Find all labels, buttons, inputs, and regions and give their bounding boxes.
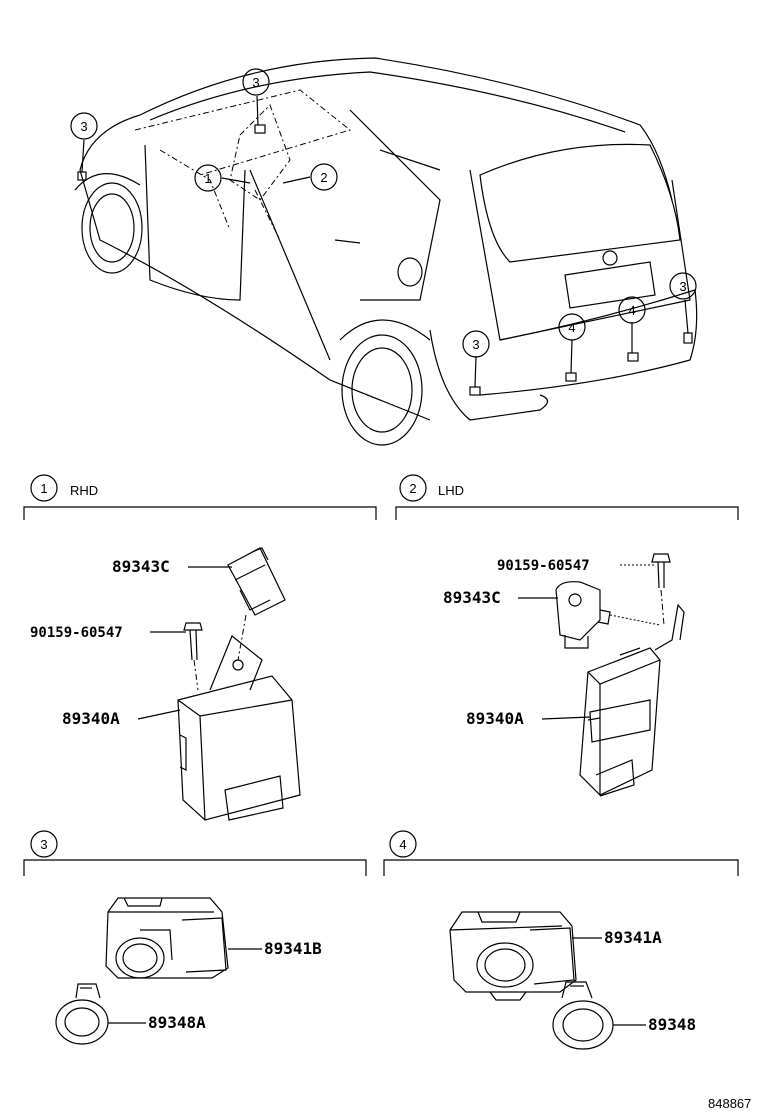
callout-circles: 3 1 2 3 3 4 4 3	[70, 68, 697, 358]
lhd-bolt-drawing	[651, 553, 671, 626]
section-4-header: 4	[383, 830, 739, 876]
s3-retainer-drawing	[55, 983, 109, 1045]
svg-text:3: 3	[679, 279, 686, 294]
callout-1: 1	[194, 164, 222, 192]
callout-3-front: 3	[70, 112, 98, 140]
rhd-connector-drawing	[227, 547, 286, 616]
callout-4-left: 4	[558, 313, 586, 341]
svg-text:3: 3	[472, 337, 479, 352]
label-89343c-rhd: 89343C	[112, 557, 170, 576]
lhd-ecu-drawing	[579, 603, 685, 797]
section-3-header: 3	[23, 830, 367, 876]
figure-id: 848867	[708, 1096, 751, 1111]
svg-text:3: 3	[80, 119, 87, 134]
s4-retainer-drawing	[552, 981, 614, 1050]
svg-text:3: 3	[252, 75, 259, 90]
s4-sensor-drawing	[449, 911, 577, 1001]
svg-text:4: 4	[568, 320, 575, 335]
label-89341a: 89341A	[604, 928, 662, 947]
callout-3-dash: 3	[242, 68, 270, 96]
svg-text:4: 4	[628, 303, 635, 318]
label-bolt-lhd: 90159-60547	[497, 558, 590, 574]
label-89340a-rhd: 89340A	[62, 709, 120, 728]
rhd-labels: 89343C 90159-60547 89340A	[30, 557, 232, 728]
section-2-header: 2 LHD	[395, 474, 739, 520]
svg-text:1: 1	[40, 481, 47, 496]
lhd-labels: 90159-60547 89343C 89340A	[443, 558, 654, 728]
svg-text:1: 1	[204, 171, 211, 186]
callout-3-rear-right: 3	[669, 272, 697, 300]
svg-text:4: 4	[399, 837, 406, 852]
s4-labels: 89341A 89348	[572, 928, 696, 1034]
svg-text:2: 2	[320, 170, 327, 185]
label-bolt-rhd: 90159-60547	[30, 625, 123, 641]
rhd-ecu-drawing	[177, 614, 301, 821]
section-1-header: 1 RHD	[23, 474, 377, 520]
svg-text:RHD: RHD	[70, 483, 98, 498]
callout-3-rear-left: 3	[462, 330, 490, 358]
label-89348a: 89348A	[148, 1013, 206, 1032]
label-89340a-lhd: 89340A	[466, 709, 524, 728]
s3-labels: 89341B 89348A	[108, 939, 322, 1032]
label-89348: 89348	[648, 1015, 696, 1034]
s3-sensor-drawing	[105, 897, 229, 979]
label-89343c-lhd: 89343C	[443, 588, 501, 607]
lhd-connector-drawing	[555, 581, 661, 649]
svg-text:2: 2	[409, 481, 416, 496]
svg-text:3: 3	[40, 837, 47, 852]
callout-4-right: 4	[618, 296, 646, 324]
vehicle-illustration	[74, 57, 698, 446]
rhd-bolt-drawing	[183, 622, 203, 691]
svg-text:LHD: LHD	[438, 483, 464, 498]
callout-2: 2	[310, 163, 338, 191]
label-89341b: 89341B	[264, 939, 322, 958]
